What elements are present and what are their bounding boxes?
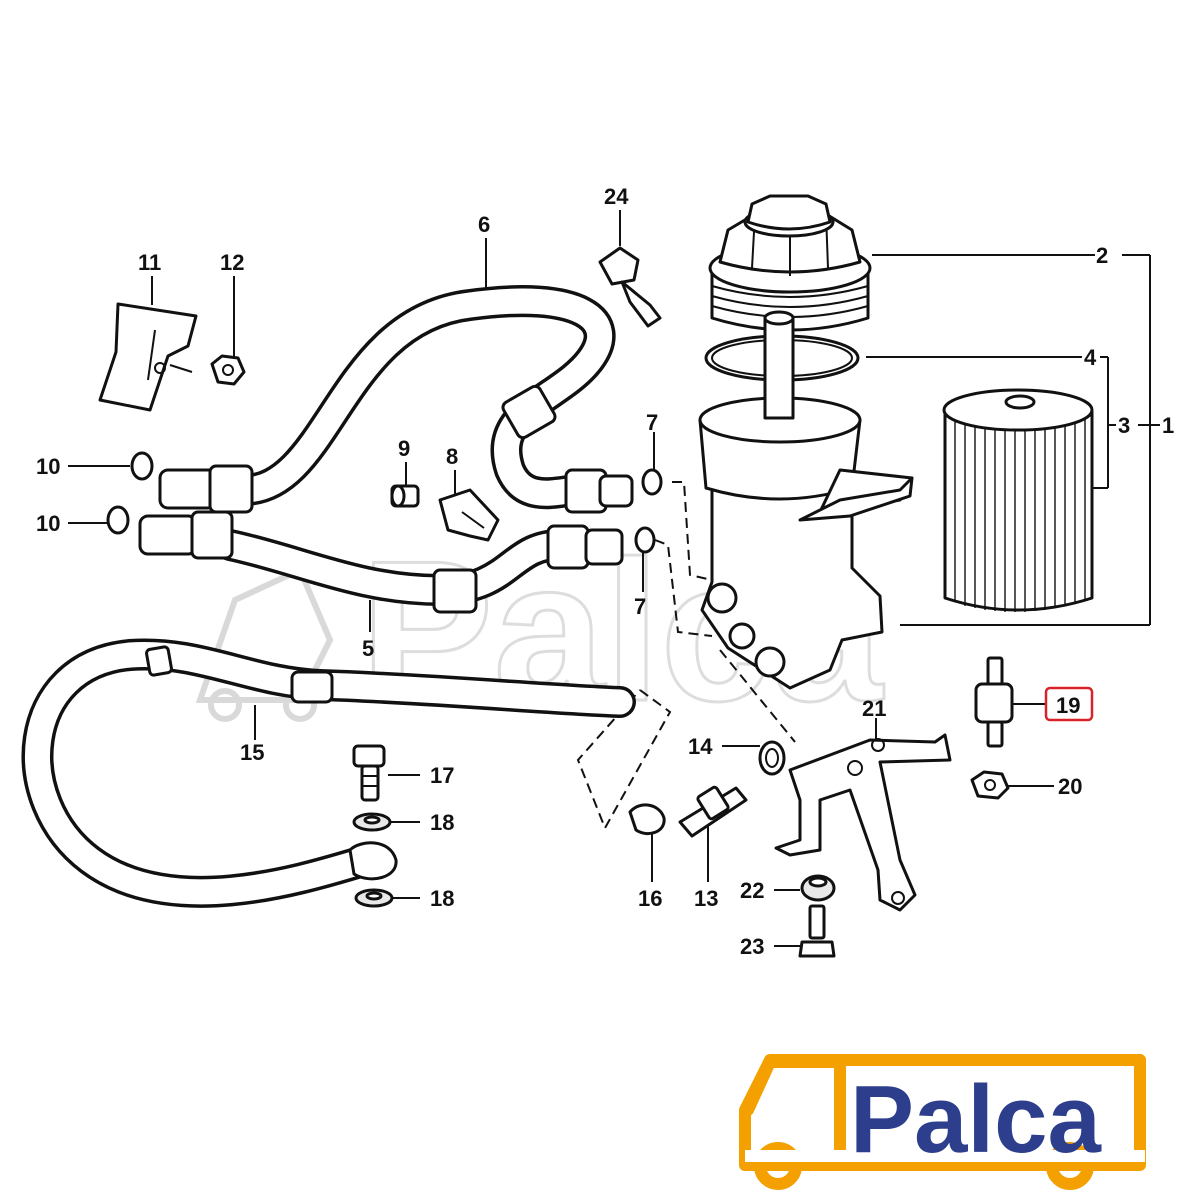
filter-cover-part xyxy=(708,194,872,332)
filter-element-part xyxy=(942,388,1094,612)
bracket-part xyxy=(98,302,198,412)
callout-23[interactable]: 23 xyxy=(740,934,764,959)
callout-7-bottom[interactable]: 7 xyxy=(634,594,646,619)
nut-20-part xyxy=(970,770,1010,800)
callout-21[interactable]: 21 xyxy=(862,696,886,721)
banjo-bolt-part xyxy=(352,744,386,802)
callout-8[interactable]: 8 xyxy=(446,444,458,469)
palca-logo-text: Palca xyxy=(850,1066,1101,1173)
callout-13[interactable]: 13 xyxy=(694,886,718,911)
mounting-bracket-part xyxy=(774,733,952,912)
rubber-mount-part xyxy=(974,656,1014,748)
callout-24[interactable]: 24 xyxy=(604,184,629,209)
clamp-part xyxy=(628,803,666,835)
callout-12[interactable]: 12 xyxy=(220,250,244,275)
nut-part xyxy=(210,354,246,386)
seal-rings xyxy=(106,451,663,554)
filter-housing-part xyxy=(698,310,914,690)
highlight-box-19 xyxy=(1044,686,1094,722)
seal-part xyxy=(758,740,786,776)
callout-3[interactable]: 3 xyxy=(1118,413,1130,438)
callout-19[interactable]: 19 xyxy=(1056,693,1080,718)
callout-22[interactable]: 22 xyxy=(740,878,764,903)
callout-labels: 1 2 3 4 5 6 7 7 8 9 10 10 11 12 13 14 15… xyxy=(36,184,1174,959)
callout-4[interactable]: 4 xyxy=(1084,345,1097,370)
callout-2[interactable]: 2 xyxy=(1096,243,1108,268)
drain-hose-part xyxy=(21,638,636,908)
callout-9[interactable]: 9 xyxy=(398,436,410,461)
sensor-part xyxy=(598,246,662,328)
callout-20[interactable]: 20 xyxy=(1058,774,1082,799)
callout-11[interactable]: 11 xyxy=(138,250,161,275)
bushing-part xyxy=(390,484,420,508)
upper-hose-part xyxy=(158,285,634,514)
callout-1[interactable]: 1 xyxy=(1162,413,1174,438)
callout-17[interactable]: 17 xyxy=(430,763,454,788)
bolt-23-part xyxy=(798,904,836,958)
callout-10-top[interactable]: 10 xyxy=(36,454,60,479)
nipple-part xyxy=(678,785,748,838)
callout-14[interactable]: 14 xyxy=(688,734,713,759)
callout-16[interactable]: 16 xyxy=(638,886,662,911)
lower-hose-part xyxy=(138,510,624,614)
callout-6[interactable]: 6 xyxy=(478,212,490,237)
callout-18-bottom[interactable]: 18 xyxy=(430,886,454,911)
grommet-part xyxy=(800,874,836,902)
callout-5[interactable]: 5 xyxy=(362,636,374,661)
washer-parts xyxy=(352,812,394,908)
callout-15[interactable]: 15 xyxy=(240,740,264,765)
callout-10-bottom[interactable]: 10 xyxy=(36,511,60,536)
plate-part xyxy=(438,488,500,542)
palca-logo[interactable]: Palca xyxy=(739,1054,1146,1190)
callout-7-top[interactable]: 7 xyxy=(646,410,658,435)
callout-18-top[interactable]: 18 xyxy=(430,810,454,835)
